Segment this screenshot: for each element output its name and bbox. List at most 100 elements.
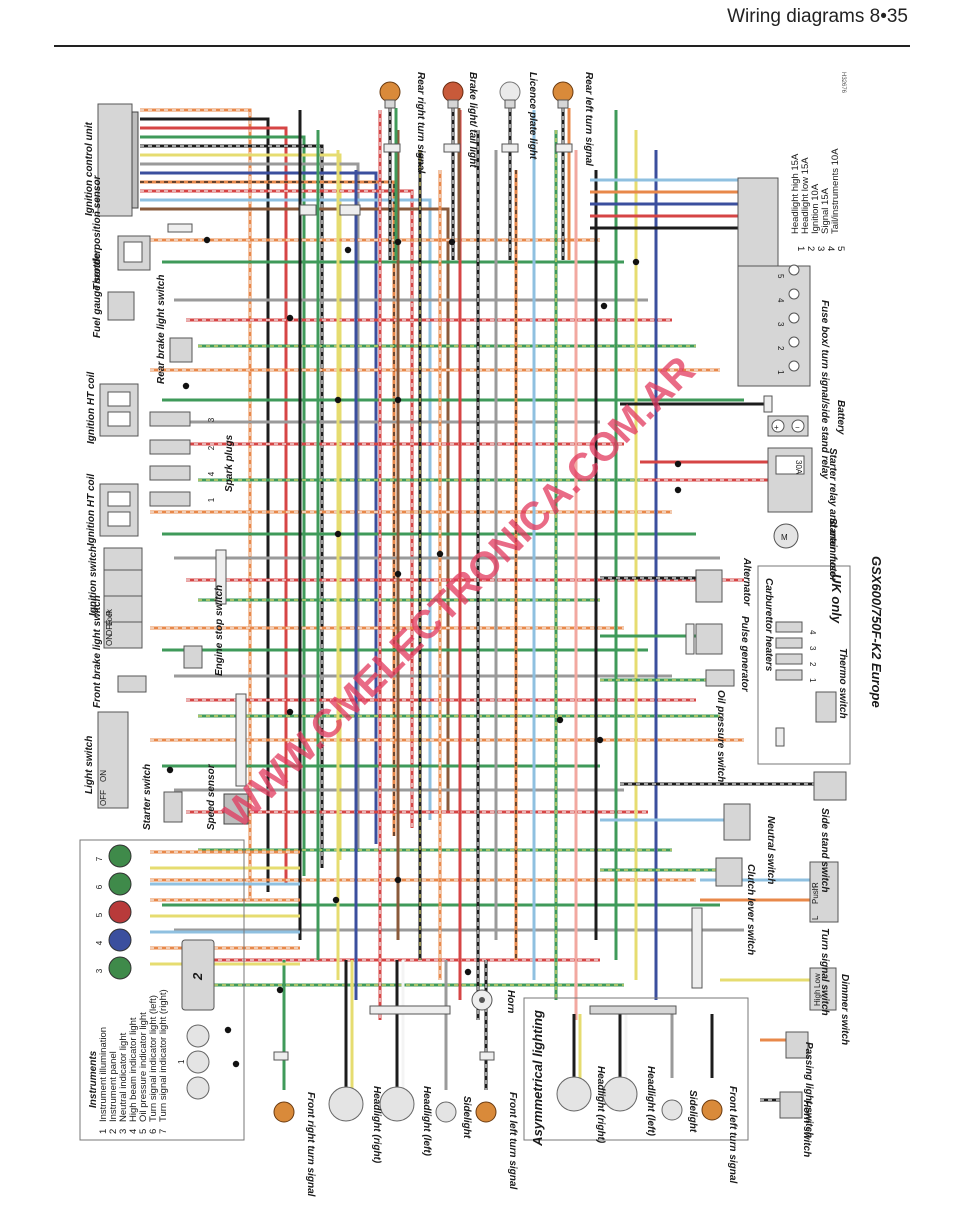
- spark-plug-number: 1: [207, 497, 216, 502]
- connector-block: [443, 143, 461, 153]
- connector-block: [555, 143, 573, 153]
- fuse-legend-number: 1: [795, 246, 806, 251]
- harness-wire: [140, 153, 342, 860]
- rear-left-turn-signal: [552, 81, 574, 109]
- front-right-turn-signal: [273, 1101, 295, 1123]
- label-ht-coil-upper: Ignition HT coil: [86, 372, 97, 444]
- junction-dot: [224, 1026, 232, 1034]
- figure-code: H32676: [840, 72, 846, 94]
- label-passing-light: Passing light switch: [803, 1042, 814, 1138]
- horn-switch: [779, 1091, 803, 1119]
- brake-tail-light: [442, 81, 464, 109]
- connector-block: [167, 223, 193, 233]
- label-starter-relay: Starter relay and main fuse: [827, 448, 838, 577]
- label-spark-plugs: Spark plugs: [224, 434, 235, 492]
- switch-position-label: Lock: [105, 608, 114, 626]
- junction-dot: [448, 238, 456, 246]
- harness-wire: [140, 135, 306, 876]
- label-alternator: Alternator: [741, 557, 752, 607]
- instrument-legend-number: 3: [118, 1129, 129, 1134]
- carb-heater-number: 4: [808, 630, 817, 635]
- alternator: [695, 569, 723, 603]
- indicator-bulb: [108, 928, 132, 952]
- starter-motor: M: [773, 523, 799, 549]
- connector-block: [763, 395, 773, 413]
- svg-text:+: +: [774, 423, 779, 432]
- harness-wire: [140, 171, 378, 844]
- junction-dot: [394, 238, 402, 246]
- dimmer-switch: [809, 967, 837, 1011]
- label-headlight-right-2: Headlight (right): [595, 1066, 606, 1144]
- label-model-title: GSX600/750F-K2 Europe: [869, 556, 884, 708]
- junction-dot: [334, 530, 342, 538]
- fuse-number: 3: [776, 322, 785, 327]
- harness-wire: [140, 108, 252, 900]
- junction-dot: [556, 716, 564, 724]
- oil-pressure-switch: [705, 669, 735, 687]
- junction-dot: [286, 708, 294, 716]
- harness-wire: [140, 126, 288, 884]
- connector-block: [775, 727, 785, 747]
- fuse-legend-text: Ignition 10A: [810, 183, 821, 234]
- starter-switch: [163, 791, 183, 823]
- spark-plug-number: 2: [207, 445, 216, 450]
- carb-heater-number: 2: [808, 662, 817, 667]
- label-illumination-num: 1: [177, 1059, 186, 1064]
- label-brake-tail: Brake light/ tail light: [467, 72, 478, 168]
- spark-plug-number: 4: [207, 471, 216, 476]
- instrument-legend-text: Neutral indicator light: [118, 1032, 129, 1122]
- label-thermo-switch: Thermo switch: [837, 648, 848, 719]
- engine-stop-switch: [183, 645, 203, 669]
- passing-light-switch: [785, 1031, 809, 1059]
- label-ignition-switch: Ignition switch: [88, 546, 99, 616]
- junction-dot: [436, 550, 444, 558]
- label-throttle-position: Throttle position sensor: [92, 174, 103, 290]
- instrument-legend-text: Oil pressure indicator light: [138, 1012, 149, 1122]
- junction-dot: [166, 766, 174, 774]
- indicator-bulb-number: 4: [95, 940, 104, 945]
- label-side-stand: Side stand switch: [819, 808, 830, 892]
- fuel-gauge-sender: [107, 291, 135, 321]
- connector-block: [215, 549, 227, 605]
- carb-heater: [775, 669, 803, 681]
- harness-wire: [140, 162, 360, 852]
- label-front-left-turn-2: Front left turn signal: [727, 1086, 738, 1183]
- fuse-terminal: [788, 360, 800, 372]
- label-clutch-lever: Clutch lever switch: [745, 864, 756, 955]
- front-brake-switch: [117, 675, 147, 693]
- instrument-legend-number: 4: [128, 1129, 139, 1134]
- switch-position-label: Low: [813, 973, 822, 988]
- connector-block: [273, 1051, 289, 1061]
- ignition-switch: [103, 547, 143, 649]
- junction-dot: [232, 1060, 240, 1068]
- connector-block: [299, 204, 317, 216]
- svg-text:−: −: [795, 423, 800, 432]
- sidelight: [435, 1101, 457, 1123]
- instruments-panel-box: [79, 839, 245, 1141]
- page-title: Wiring diagrams 8•35: [727, 6, 908, 27]
- junction-dot: [332, 896, 340, 904]
- junction-dot: [600, 302, 608, 310]
- connector-block: [383, 143, 401, 153]
- label-sidelight-2: Sidelight: [687, 1090, 698, 1133]
- switch-position-label: L: [811, 915, 820, 920]
- label-fuel-gauge: Fuel gauge sender: [92, 249, 103, 338]
- fuse-legend-number: 4: [825, 246, 836, 251]
- label-fuse-box: Fuse box/ turn signal/side stand relay: [819, 300, 830, 479]
- fuse-legend-number: 2: [805, 246, 816, 251]
- label-horn: Horn: [505, 990, 516, 1013]
- neutral-switch: [723, 803, 751, 841]
- junction-dot: [286, 314, 294, 322]
- junction-dot: [344, 246, 352, 254]
- indicator-bulb: [108, 872, 132, 896]
- fuse-legend-text: Tail/instruments 10A: [830, 148, 841, 234]
- header-rule: [54, 45, 910, 47]
- junction-dot: [334, 396, 342, 404]
